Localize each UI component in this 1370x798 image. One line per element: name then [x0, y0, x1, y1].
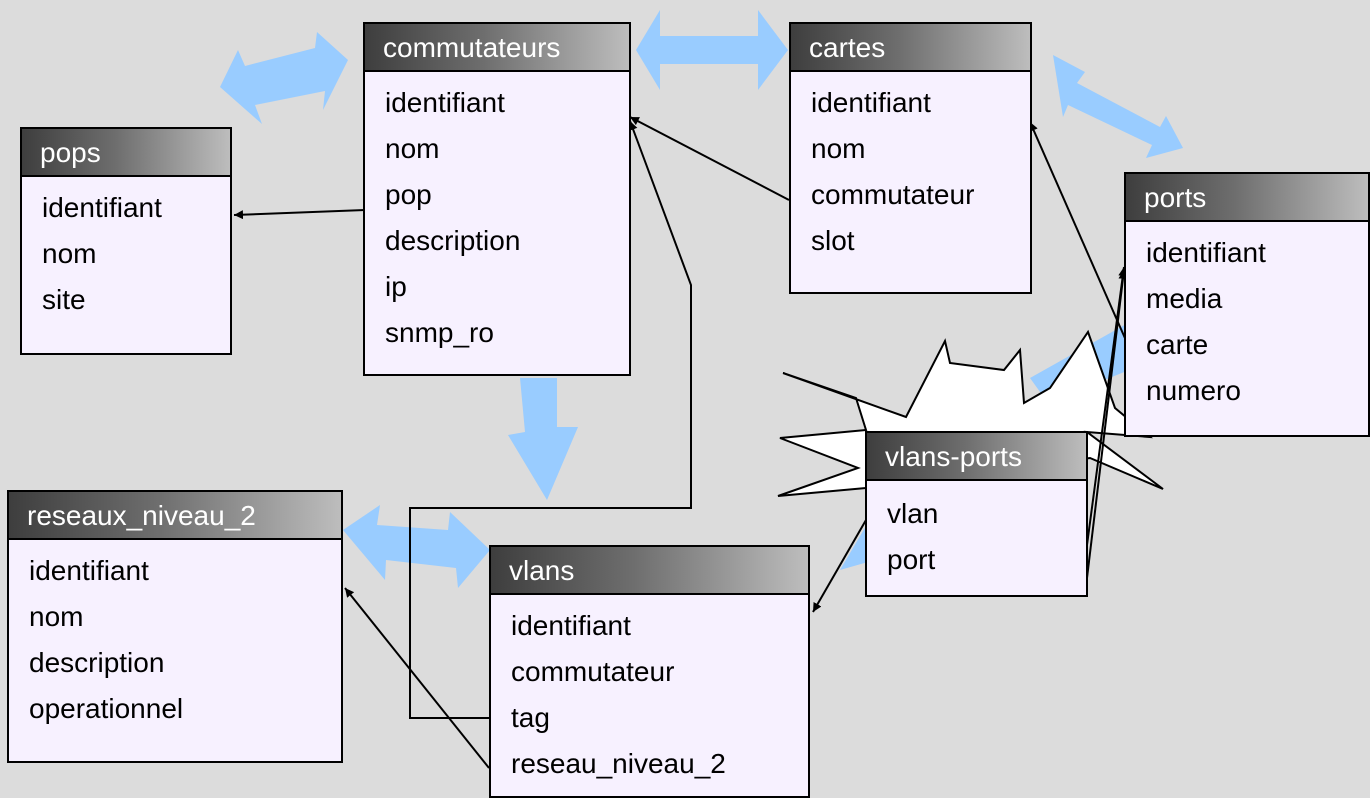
- blue-double-arrow-reseaux-vlans: [343, 505, 490, 588]
- field-tag: tag: [511, 702, 550, 733]
- blue-down-arrow-commutateurs-vlans: [508, 378, 578, 500]
- blue-double-arrow-cartes-ports: [1053, 55, 1183, 158]
- relation-carte-commutateur: [629, 116, 790, 201]
- field-identifiant: identifiant: [29, 555, 149, 586]
- field-description: description: [29, 647, 165, 678]
- table-vlans-ports[interactable]: vlans-ports vlan port: [865, 431, 1088, 597]
- field-commutateur: commutateur: [811, 179, 975, 210]
- table-header: vlans-ports: [867, 433, 1086, 481]
- relation-vlansport-port-b: [1086, 269, 1128, 579]
- relation-vlan-commutateur: [409, 120, 692, 719]
- table-vlans[interactable]: vlans identifiant commutateur tag reseau…: [489, 545, 810, 798]
- field-nom: nom: [42, 238, 97, 269]
- field-media: media: [1146, 283, 1223, 314]
- field-vlan: vlan: [887, 498, 939, 529]
- table-cartes[interactable]: cartes identifiant nom commutateur slot: [789, 22, 1032, 294]
- table-ports[interactable]: ports identifiant media carte numero: [1124, 172, 1370, 437]
- table-header: commutateurs: [365, 24, 629, 72]
- table-header: vlans: [491, 547, 808, 595]
- relation-port-carte: [1029, 121, 1129, 346]
- field-port: port: [887, 544, 936, 575]
- field-ip: ip: [385, 271, 407, 302]
- field-identifiant: identifiant: [385, 87, 505, 118]
- blue-double-arrow-commutateurs-cartes: [636, 10, 788, 90]
- field-operationnel: operationnel: [29, 693, 184, 724]
- field-description: description: [385, 225, 521, 256]
- relation-vlansport-vlan: [812, 519, 867, 613]
- field-identifiant: identifiant: [1146, 237, 1266, 268]
- table-header: ports: [1126, 174, 1368, 222]
- field-nom: nom: [811, 133, 866, 164]
- blue-arrow-vlans-ports-vlans: [840, 526, 868, 570]
- field-identifiant: identifiant: [811, 87, 931, 118]
- field-reseau-niveau-2: reseau_niveau_2: [511, 748, 726, 779]
- field-pop: pop: [385, 179, 432, 210]
- relation-vlan-reseau: [344, 587, 490, 769]
- table-reseaux-niveau-2[interactable]: reseaux_niveau_2 identifiant nom descrip…: [7, 490, 343, 763]
- blue-double-arrow-pops-commutateurs: [220, 32, 348, 124]
- field-nom: nom: [385, 133, 440, 164]
- table-header: pops: [22, 129, 230, 177]
- field-carte: carte: [1146, 329, 1209, 360]
- field-nom: nom: [29, 601, 84, 632]
- field-snmp-ro: snmp_ro: [385, 317, 494, 348]
- table-pops[interactable]: pops identifiant nom site: [20, 127, 232, 355]
- field-slot: slot: [811, 225, 855, 256]
- table-header: reseaux_niveau_2: [9, 492, 341, 540]
- field-commutateur: commutateur: [511, 656, 675, 687]
- table-header: cartes: [791, 24, 1030, 72]
- field-identifiant: identifiant: [42, 192, 162, 223]
- field-identifiant: identifiant: [511, 610, 631, 641]
- field-numero: numero: [1146, 375, 1241, 406]
- relation-pop-to-pops: [233, 209, 366, 220]
- table-commutateurs[interactable]: commutateurs identifiant nom pop descrip…: [363, 22, 631, 376]
- field-site: site: [42, 284, 86, 315]
